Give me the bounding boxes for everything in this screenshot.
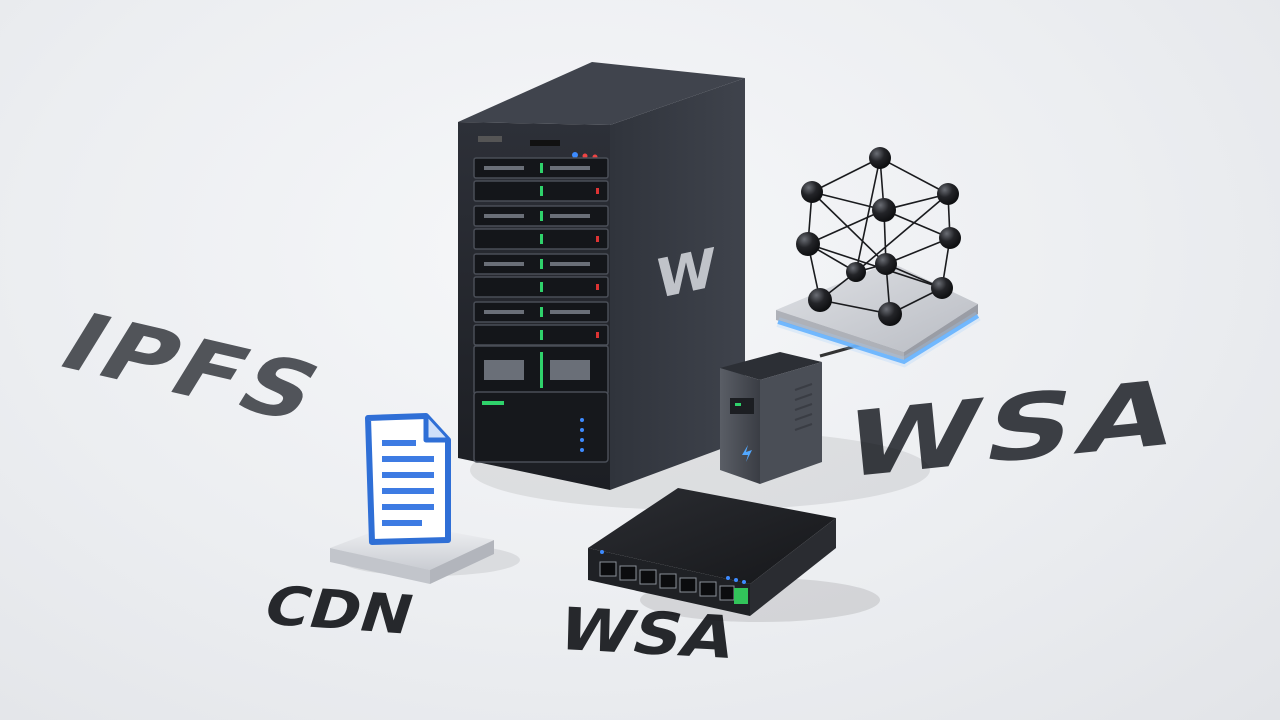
molecular-network-model bbox=[776, 147, 981, 368]
document-icon bbox=[365, 413, 451, 545]
document-on-pedestal bbox=[330, 413, 494, 584]
server-tower: W bbox=[458, 62, 745, 490]
mini-pc bbox=[720, 352, 822, 484]
network-switch bbox=[588, 488, 836, 616]
tower-logo-w: W bbox=[656, 235, 716, 311]
